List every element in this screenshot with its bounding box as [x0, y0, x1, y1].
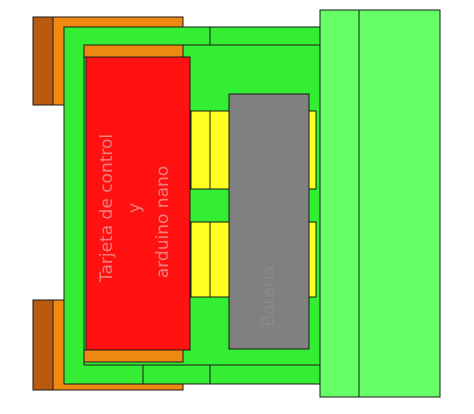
control-board-label-line1: Tarjeta de control — [97, 134, 117, 283]
control-board-label-line2: y — [125, 203, 145, 213]
top-rail — [83, 44, 184, 58]
control-board-label-line3: arduino nano — [153, 166, 173, 278]
battery-label: Batería — [259, 265, 279, 326]
battery — [228, 93, 310, 350]
right-green-panel — [319, 9, 441, 398]
control-board — [85, 56, 191, 351]
bottom-rail — [83, 349, 184, 363]
